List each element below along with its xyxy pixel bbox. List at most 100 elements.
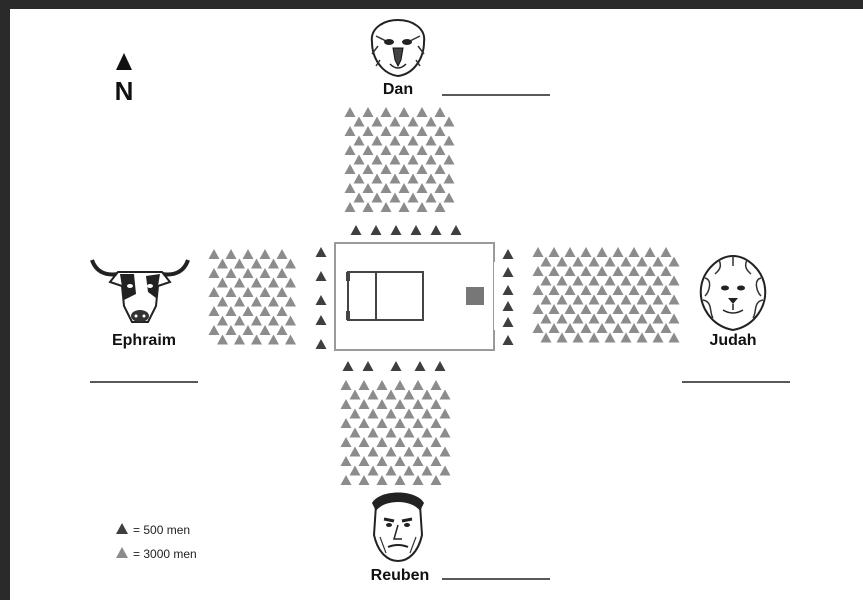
troop-triangle-3000 [386,447,397,457]
troop-triangle-3000 [629,247,640,257]
troop-triangle-3000 [629,285,640,295]
troop-triangle-3000 [637,257,648,267]
troop-triangle-3000 [435,164,446,174]
troop-triangle-3000 [390,193,401,203]
troop-triangle-3000 [431,380,442,390]
troop-triangle-3000 [565,266,576,276]
troop-triangle-3000 [589,276,600,286]
levite-triangle-500 [343,361,354,371]
troop-triangle-3000 [621,333,632,343]
troop-triangle-3000 [431,418,442,428]
troop-triangle-3000 [533,266,544,276]
troop-triangle-3000 [251,316,262,326]
troop-triangle-3000 [386,466,397,476]
levite-triangle-500 [363,361,374,371]
troop-triangle-3000 [217,316,228,326]
levite-triangle-500 [503,249,514,259]
troop-triangle-3000 [426,174,437,184]
troop-triangle-3000 [422,447,433,457]
troop-triangle-3000 [549,266,560,276]
troop-triangle-3000 [669,295,680,305]
troop-triangle-3000 [368,447,379,457]
troop-triangle-3000 [260,268,271,278]
troop-triangle-3000 [637,314,648,324]
legend-label-500: = 500 men [133,523,190,537]
troop-triangle-3000 [368,390,379,400]
troop-triangle-3000 [381,107,392,117]
troop-triangle-3000 [209,306,220,316]
troop-triangle-3000 [341,456,352,466]
troop-triangle-3000 [399,107,410,117]
troop-triangle-3000 [621,257,632,267]
troop-triangle-3000 [345,183,356,193]
troop-triangle-3000 [653,314,664,324]
troop-triangle-3000 [440,409,451,419]
levite-triangle-500 [451,225,462,235]
troop-triangle-3000 [226,268,237,278]
troop-triangle-3000 [597,304,608,314]
troop-triangle-3000 [426,117,437,127]
troop-triangle-3000 [533,323,544,333]
troop-triangle-3000 [444,117,455,127]
troop-triangle-3000 [637,295,648,305]
troop-triangle-3000 [565,247,576,257]
troop-triangle-3000 [565,304,576,314]
troop-triangle-3000 [251,335,262,345]
troop-triangle-3000 [613,285,624,295]
levite-triangle-500 [431,225,442,235]
troop-triangle-3000 [268,259,279,269]
troop-triangle-3000 [431,437,442,447]
troop-triangle-3000 [243,325,254,335]
troop-triangle-3000 [581,304,592,314]
troop-triangle-3000 [226,325,237,335]
troop-triangle-3000 [277,325,288,335]
troop-triangle-3000 [589,257,600,267]
troop-triangle-3000 [605,314,616,324]
troop-triangle-3000 [363,202,374,212]
troop-triangle-3000 [645,323,656,333]
ark-marker-bottom [346,311,350,320]
troop-triangle-3000 [277,268,288,278]
troop-triangle-3000 [277,249,288,259]
troop-triangle-3000 [426,136,437,146]
troop-triangle-3000 [645,285,656,295]
troop-triangle-3000 [260,306,271,316]
troop-triangle-3000 [565,323,576,333]
troop-triangle-3000 [372,155,383,165]
ox-icon [92,260,188,322]
troop-triangle-3000 [581,247,592,257]
troop-triangle-3000 [408,136,419,146]
troop-triangle-3000 [350,447,361,457]
troop-triangle-3000 [395,380,406,390]
troop-triangle-3000 [557,314,568,324]
tabernacle [335,243,497,350]
troop-triangle-3000 [645,266,656,276]
troop-triangle-3000 [605,257,616,267]
troop-triangle-3000 [573,333,584,343]
troop-triangle-3000 [399,126,410,136]
levite-triangle-500 [503,301,514,311]
camp-east-troops [533,247,680,343]
troop-triangle-3000 [417,107,428,117]
tribe-name-north: Dan [383,81,413,98]
troop-triangle-3000 [341,399,352,409]
levite-triangle-500 [316,315,327,325]
troop-triangle-3000 [363,107,374,117]
troop-triangle-3000 [268,278,279,288]
levite-triangle-500 [391,361,402,371]
troop-triangle-3000 [431,399,442,409]
troop-triangle-3000 [359,456,370,466]
troop-triangle-3000 [417,164,428,174]
troop-triangle-3000 [345,107,356,117]
troop-triangle-3000 [363,145,374,155]
troop-triangle-3000 [217,259,228,269]
troop-triangle-3000 [404,466,415,476]
troop-triangle-3000 [341,475,352,485]
troop-triangle-3000 [386,409,397,419]
levite-triangle-500 [503,317,514,327]
troop-triangle-3000 [435,145,446,155]
troop-triangle-3000 [605,295,616,305]
troop-triangle-3000 [363,183,374,193]
troop-triangle-3000 [404,409,415,419]
troop-triangle-3000 [549,285,560,295]
